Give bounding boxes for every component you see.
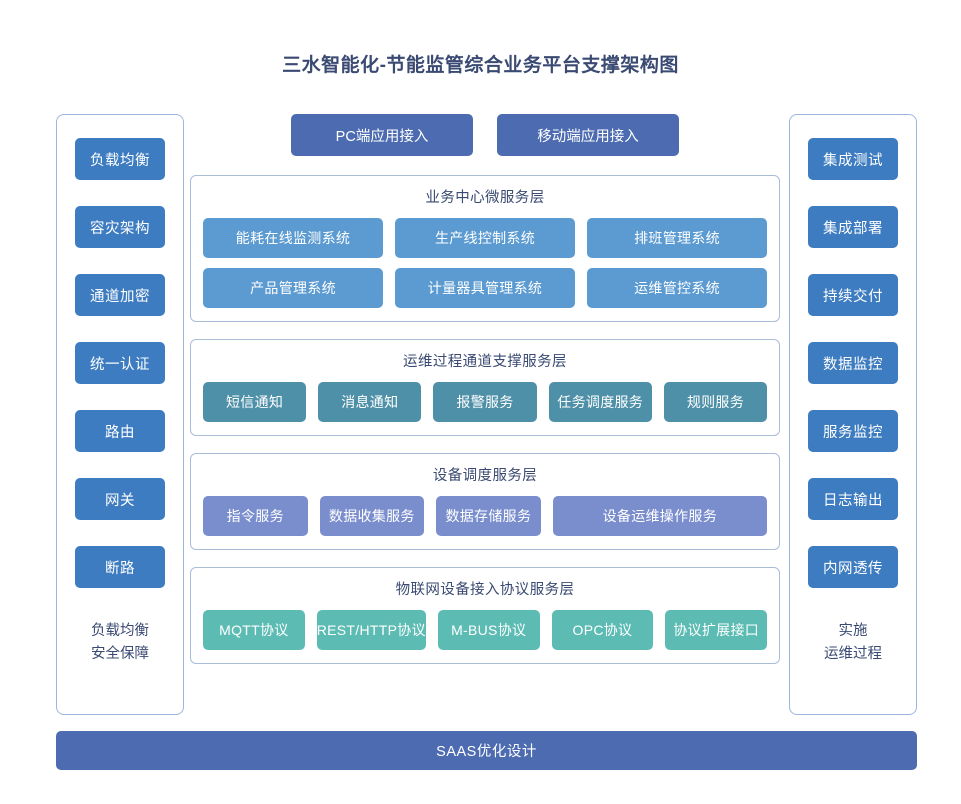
- right-sidebar-footer: 实施 运维过程: [824, 620, 882, 666]
- chip-data-storage-service[interactable]: 数据存储服务: [436, 496, 541, 536]
- chip-rest-http-protocol[interactable]: REST/HTTP协议: [316, 610, 426, 650]
- layer-title-ops-channel-support: 运维过程通道支撑服务层: [403, 354, 567, 370]
- sidebar-item-load-balance[interactable]: 负载均衡: [75, 138, 165, 180]
- saas-optimization-bar[interactable]: SAAS优化设计: [56, 731, 917, 770]
- access-button-mobile[interactable]: 移动端应用接入: [497, 114, 679, 156]
- left-sidebar-panel: 负载均衡 容灾架构 通道加密 统一认证 路由 网关 断路 负载均衡 安全保障: [56, 114, 184, 715]
- layer-title-device-scheduling: 设备调度服务层: [432, 468, 538, 484]
- sidebar-item-routing[interactable]: 路由: [75, 410, 165, 452]
- sidebar-item-data-monitoring[interactable]: 数据监控: [808, 342, 898, 384]
- sidebar-item-continuous-delivery[interactable]: 持续交付: [808, 274, 898, 316]
- chip-message-notification[interactable]: 消息通知: [318, 382, 422, 422]
- sidebar-item-circuit-breaker[interactable]: 断路: [75, 546, 165, 588]
- sidebar-item-service-monitoring[interactable]: 服务监控: [808, 410, 898, 452]
- application-access-row: PC端应用接入 移动端应用接入: [190, 114, 780, 156]
- chip-mbus-protocol[interactable]: M-BUS协议: [437, 610, 540, 650]
- sidebar-item-integration-deploy[interactable]: 集成部署: [808, 206, 898, 248]
- chip-product-management[interactable]: 产品管理系统: [203, 268, 383, 308]
- chip-row: 指令服务 数据收集服务 数据存储服务 设备运维操作服务: [203, 496, 767, 536]
- layer-device-scheduling: 设备调度服务层 指令服务 数据收集服务 数据存储服务 设备运维操作服务: [190, 453, 780, 550]
- chip-sms-notification[interactable]: 短信通知: [203, 382, 307, 422]
- right-sidebar-footer-line2: 运维过程: [824, 646, 882, 662]
- center-stack: PC端应用接入 移动端应用接入 业务中心微服务层 能耗在线监测系统 生产线控制系…: [190, 114, 780, 681]
- left-sidebar-footer: 负载均衡 安全保障: [91, 620, 149, 666]
- chip-shift-management[interactable]: 排班管理系统: [587, 218, 767, 258]
- layer-iot-protocol-access: 物联网设备接入协议服务层 MQTT协议 REST/HTTP协议 M-BUS协议 …: [190, 567, 780, 664]
- sidebar-item-channel-encryption[interactable]: 通道加密: [75, 274, 165, 316]
- chip-energy-monitoring[interactable]: 能耗在线监测系统: [203, 218, 383, 258]
- left-sidebar-footer-line1: 负载均衡: [91, 623, 149, 639]
- chip-opc-protocol[interactable]: OPC协议: [551, 610, 654, 650]
- chip-rule-service[interactable]: 规则服务: [663, 382, 768, 422]
- chip-row: 短信通知 消息通知 报警服务 任务调度服务 规则服务: [203, 382, 768, 422]
- chip-mqtt-protocol[interactable]: MQTT协议: [203, 610, 305, 650]
- right-sidebar-footer-line1: 实施: [838, 623, 868, 639]
- access-button-pc[interactable]: PC端应用接入: [291, 114, 473, 156]
- layer-ops-channel-support: 运维过程通道支撑服务层 短信通知 消息通知 报警服务 任务调度服务 规则服务: [190, 339, 780, 436]
- chip-operation-control[interactable]: 运维管控系统: [587, 268, 767, 308]
- chip-device-ops-service[interactable]: 设备运维操作服务: [552, 496, 767, 536]
- chip-production-line-control[interactable]: 生产线控制系统: [395, 218, 575, 258]
- sidebar-item-gateway[interactable]: 网关: [75, 478, 165, 520]
- sidebar-item-disaster-recovery[interactable]: 容灾架构: [75, 206, 165, 248]
- chip-protocol-extension-interface[interactable]: 协议扩展接口: [665, 610, 768, 650]
- sidebar-item-intranet-tunnel[interactable]: 内网透传: [808, 546, 898, 588]
- chip-row: 能耗在线监测系统 生产线控制系统 排班管理系统: [203, 218, 767, 258]
- chip-data-collection-service[interactable]: 数据收集服务: [319, 496, 425, 536]
- chip-task-scheduling-service[interactable]: 任务调度服务: [548, 382, 652, 422]
- layer-title-iot-protocol-access: 物联网设备接入协议服务层: [395, 582, 575, 598]
- layer-business-center: 业务中心微服务层 能耗在线监测系统 生产线控制系统 排班管理系统 产品管理系统 …: [190, 175, 780, 322]
- left-sidebar-footer-line2: 安全保障: [91, 646, 149, 662]
- right-sidebar-panel: 集成测试 集成部署 持续交付 数据监控 服务监控 日志输出 内网透传 实施 运维…: [789, 114, 917, 715]
- sidebar-item-unified-auth[interactable]: 统一认证: [75, 342, 165, 384]
- chip-row: 产品管理系统 计量器具管理系统 运维管控系统: [203, 268, 767, 308]
- chip-metering-device-management[interactable]: 计量器具管理系统: [395, 268, 575, 308]
- sidebar-item-log-output[interactable]: 日志输出: [808, 478, 898, 520]
- layer-title-business-center: 业务中心微服务层: [425, 190, 545, 206]
- page-title: 三水智能化-节能监管综合业务平台支撑架构图: [282, 55, 679, 76]
- sidebar-item-integration-test[interactable]: 集成测试: [808, 138, 898, 180]
- chip-row: MQTT协议 REST/HTTP协议 M-BUS协议 OPC协议 协议扩展接口: [203, 610, 768, 650]
- chip-command-service[interactable]: 指令服务: [203, 496, 308, 536]
- chip-alarm-service[interactable]: 报警服务: [433, 382, 537, 422]
